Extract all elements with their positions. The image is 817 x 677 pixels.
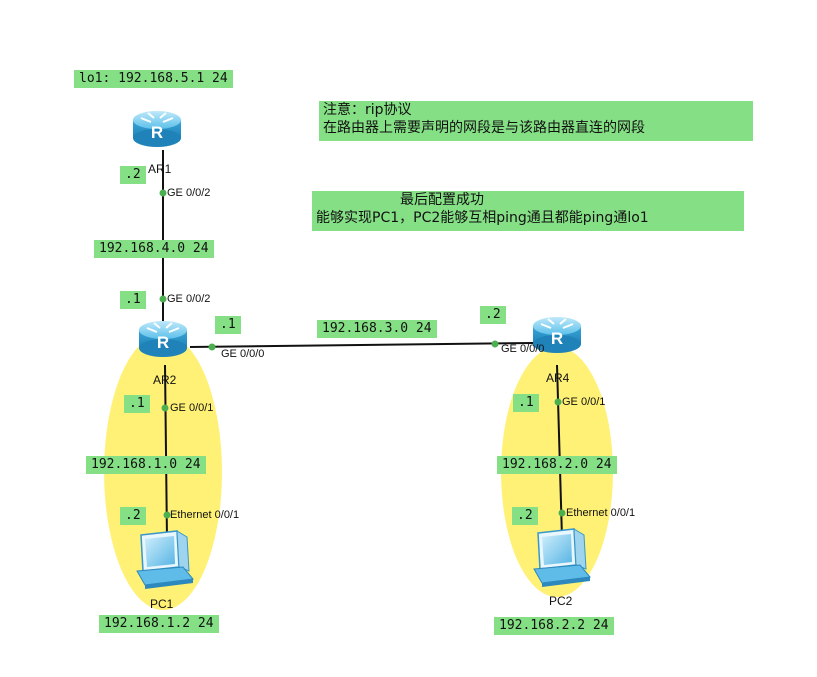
- port-dot: [161, 404, 169, 412]
- host-id-ar2-ge000: .1: [215, 316, 241, 334]
- link-ar2-pc1[interactable]: [164, 364, 168, 541]
- port-dot: [554, 398, 562, 406]
- port-dot: [491, 340, 499, 348]
- rip-note-line1: 注意：rip协议: [323, 102, 412, 118]
- success-note-line2: 能够实现PC1，PC2能够互相ping通且都能ping通lo1: [316, 210, 649, 226]
- lo1-address-label: lo1: 192.168.5.1 24: [74, 70, 233, 88]
- port-pc1-eth: Ethernet 0/0/1: [170, 509, 240, 521]
- router-ar1-icon[interactable]: [132, 110, 182, 148]
- host-id-ar1-ge002: .2: [120, 166, 146, 184]
- host-id-ar2-ge001: .1: [124, 395, 150, 413]
- port-ar4-ge000: GE 0/0/0: [501, 343, 545, 355]
- rip-note-line2: 在路由器上需要声明的网段是与该路由器直连的网段: [323, 120, 645, 136]
- link-ar2-ar4[interactable]: [189, 342, 534, 348]
- port-ar2-ge002: GE 0/0/2: [167, 293, 211, 305]
- network-label-192-168-1-0: 192.168.1.0 24: [86, 456, 206, 474]
- success-note-line1: 最后配置成功: [400, 192, 484, 208]
- port-pc2-eth: Ethernet 0/0/1: [566, 507, 636, 519]
- host-id-ar2-ge002: .1: [120, 291, 146, 309]
- router-ar2-icon[interactable]: [138, 320, 188, 358]
- host-id-pc1-eth: .2: [120, 507, 146, 525]
- network-label-192-168-2-0: 192.168.2.0 24: [497, 456, 617, 474]
- host-id-pc2-eth: .2: [512, 507, 538, 525]
- device-label-ar2: AR2: [153, 373, 177, 387]
- device-label-ar1: AR1: [148, 162, 172, 176]
- link-ar4-pc2[interactable]: [556, 364, 563, 539]
- device-label-ar4: AR4: [546, 371, 570, 385]
- rip-note: 注意：rip协议 在路由器上需要声明的网段是与该路由器直连的网段: [319, 101, 753, 141]
- port-dot: [558, 509, 566, 517]
- pc1-address-label: 192.168.1.2 24: [99, 615, 219, 633]
- port-ar4-ge001: GE 0/0/1: [562, 396, 606, 408]
- pc2-icon[interactable]: [533, 528, 591, 588]
- network-label-192-168-3-0: 192.168.3.0 24: [317, 320, 437, 338]
- host-id-ar4-ge000: .2: [480, 306, 506, 324]
- port-ar1-ge002: GE 0/0/2: [167, 187, 211, 199]
- device-label-pc1: PC1: [150, 597, 174, 611]
- port-dot: [159, 189, 167, 197]
- host-id-ar4-ge001: .1: [513, 394, 539, 412]
- port-dot: [159, 295, 167, 303]
- port-dot: [208, 343, 216, 351]
- pc2-address-label: 192.168.2.2 24: [494, 617, 614, 635]
- pc1-icon[interactable]: [136, 530, 194, 590]
- port-ar2-ge000: GE 0/0/0: [221, 348, 265, 360]
- network-label-192-168-4-0: 192.168.4.0 24: [94, 240, 214, 258]
- device-label-pc2: PC2: [549, 594, 573, 608]
- success-note: 最后配置成功 能够实现PC1，PC2能够互相ping通且都能ping通lo1: [312, 191, 744, 231]
- port-ar2-ge001: GE 0/0/1: [170, 402, 214, 414]
- port-dot: [163, 511, 171, 519]
